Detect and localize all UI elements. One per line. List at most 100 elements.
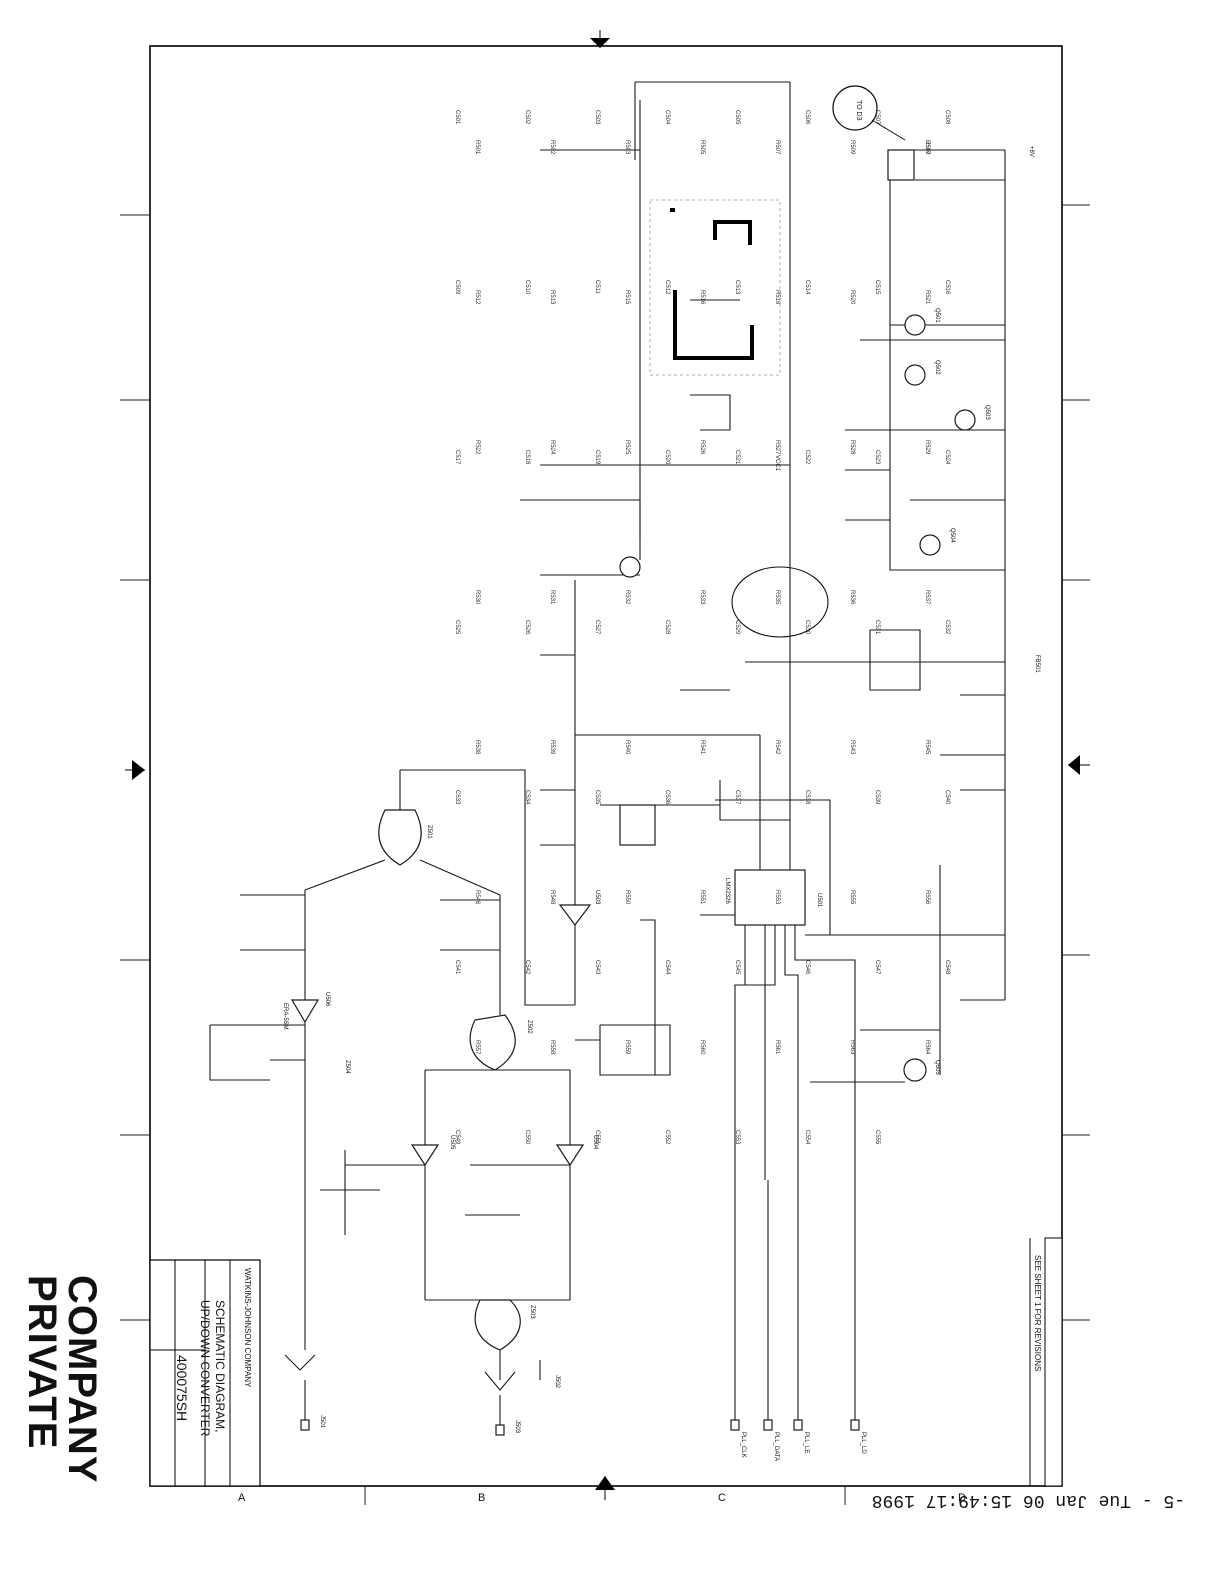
capacitor-label-c528: C528 bbox=[664, 620, 670, 635]
rf-chain bbox=[209, 769, 671, 1425]
capacitor-label-c537: C537 bbox=[734, 790, 740, 805]
label-j501: J501 bbox=[319, 1415, 325, 1429]
resistor-label-r543: R543 bbox=[849, 740, 855, 755]
resistor-label-r531: R531 bbox=[549, 590, 555, 605]
capacitor-label-c521: C521 bbox=[734, 450, 740, 465]
resistor-label-r521: R521 bbox=[924, 290, 930, 305]
zone-letter-c: C bbox=[718, 1492, 726, 1504]
capacitor-label-c535: C535 bbox=[594, 790, 600, 805]
capacitor-label-c519: C519 bbox=[594, 450, 600, 465]
label-q504: Q504 bbox=[949, 528, 955, 543]
label-z503: Z503 bbox=[529, 1305, 535, 1319]
label-z502: Z502 bbox=[526, 1020, 532, 1034]
capacitor-label-c554: C554 bbox=[804, 1130, 810, 1145]
capacitor-label-c538: C538 bbox=[804, 790, 810, 805]
resistor-label-r503: R503 bbox=[624, 140, 630, 155]
resistor-label-r558: R558 bbox=[549, 1040, 555, 1055]
resistor-label-r542: R542 bbox=[774, 740, 780, 755]
q505-transistor bbox=[619, 556, 641, 578]
capacitor-label-c546: C546 bbox=[804, 960, 810, 975]
regulator-section bbox=[540, 81, 1006, 1000]
capacitor-label-c548: C548 bbox=[944, 960, 950, 975]
capacitor-label-c541: C541 bbox=[454, 960, 460, 975]
centering-arrows bbox=[125, 30, 1090, 1500]
resistor-label-r545: R545 bbox=[924, 740, 930, 755]
label-pll-ld: PLL_LD bbox=[860, 1432, 866, 1454]
resistor-label-r525: R525 bbox=[624, 440, 630, 455]
resistor-label-r538: R538 bbox=[474, 740, 480, 755]
label-q501: Q501 bbox=[934, 308, 940, 323]
resistor-label-r530: R530 bbox=[474, 590, 480, 605]
pll-ic-section bbox=[700, 865, 1005, 1180]
resistor-label-r555: R555 bbox=[849, 890, 855, 905]
resistor-label-r513: R513 bbox=[549, 290, 555, 305]
title-block-frame bbox=[149, 1237, 1063, 1487]
j501-connector bbox=[300, 1419, 310, 1431]
label-amp-part: ERA-5SM bbox=[282, 1003, 288, 1030]
resistor-label-r501: R501 bbox=[474, 140, 480, 155]
capacitor-label-c504: C504 bbox=[664, 110, 670, 125]
stamp-line1: COMPANY bbox=[60, 1275, 104, 1484]
oscillator-module bbox=[649, 199, 781, 376]
capacitor-label-c529: C529 bbox=[734, 620, 740, 635]
resistor-label-r507: R507 bbox=[774, 140, 780, 155]
title-line2: UP/DOWN CONVERTER bbox=[198, 1300, 212, 1437]
resistor-label-r522: R522 bbox=[474, 440, 480, 455]
resistor-label-r518: R518 bbox=[774, 290, 780, 305]
capacitor-label-c517: C517 bbox=[454, 450, 460, 465]
resistor-label-r516: R516 bbox=[699, 290, 705, 305]
resistor-label-r541: R541 bbox=[699, 740, 705, 755]
capacitor-label-c550: C550 bbox=[524, 1130, 530, 1145]
capacitor-label-c533: C533 bbox=[454, 790, 460, 805]
capacitor-label-c544: C544 bbox=[664, 960, 670, 975]
capacitor-label-c507: C507 bbox=[874, 110, 880, 125]
drawing-frame bbox=[149, 45, 1063, 1487]
pll-ld-connector bbox=[850, 1419, 860, 1431]
capacitor-label-c545: C545 bbox=[734, 960, 740, 975]
z503-splitter bbox=[474, 1299, 521, 1351]
zone-letter-d: D bbox=[958, 1492, 966, 1504]
resistor-label-r509: R509 bbox=[849, 140, 855, 155]
capacitor-label-c514: C514 bbox=[804, 280, 810, 295]
label-vcc: VCC1 bbox=[774, 455, 780, 472]
label-z501: Z501 bbox=[426, 825, 432, 839]
capacitor-label-c553: C553 bbox=[734, 1130, 740, 1145]
resistor-label-r528: R528 bbox=[849, 440, 855, 455]
revision-note: SEE SHEET 1 FOR REVISIONS bbox=[1033, 1255, 1042, 1372]
resistor-label-r527: R527 bbox=[774, 440, 780, 455]
resistor-label-r535: R535 bbox=[774, 590, 780, 605]
capacitor-label-c516: C516 bbox=[944, 280, 950, 295]
capacitor-label-c531: C531 bbox=[874, 620, 880, 635]
resistor-label-r537: R537 bbox=[924, 590, 930, 605]
resistor-label-r557: R557 bbox=[474, 1040, 480, 1055]
resistor-label-r556: R556 bbox=[924, 890, 930, 905]
label-pll-le: PLL_LE bbox=[803, 1432, 809, 1454]
capacitor-label-c534: C534 bbox=[524, 790, 530, 805]
resistor-label-r512: R512 bbox=[474, 290, 480, 305]
capacitor-label-c509: C509 bbox=[454, 280, 460, 295]
resistor-label-r551: R551 bbox=[699, 890, 705, 905]
q503-transistor bbox=[954, 409, 976, 431]
capacitor-label-c518: C518 bbox=[524, 450, 530, 465]
q505-switch bbox=[903, 1058, 927, 1082]
capacitor-label-c532: C532 bbox=[944, 620, 950, 635]
capacitor-label-c513: C513 bbox=[734, 280, 740, 295]
capacitor-label-c501: C501 bbox=[454, 110, 460, 125]
resistor-label-r553: R553 bbox=[774, 890, 780, 905]
rework-circle bbox=[731, 566, 829, 638]
label-u503: U503 bbox=[594, 890, 600, 905]
capacitor-label-c542: C542 bbox=[524, 960, 530, 975]
capacitor-label-c540: C540 bbox=[944, 790, 950, 805]
resistor-label-r505: R505 bbox=[699, 140, 705, 155]
label-q502: Q502 bbox=[934, 360, 940, 375]
resistor-label-r515: R515 bbox=[624, 290, 630, 305]
q501-transistor bbox=[904, 314, 926, 336]
capacitor-label-c536: C536 bbox=[664, 790, 670, 805]
capacitor-label-c522: C522 bbox=[804, 450, 810, 465]
label-u501-part: LMX2326 bbox=[724, 878, 730, 904]
resistor-label-r540: R540 bbox=[624, 740, 630, 755]
q502-transistor bbox=[904, 364, 926, 386]
capacitor-label-c503: C503 bbox=[594, 110, 600, 125]
label-u506: U506 bbox=[324, 992, 330, 1007]
